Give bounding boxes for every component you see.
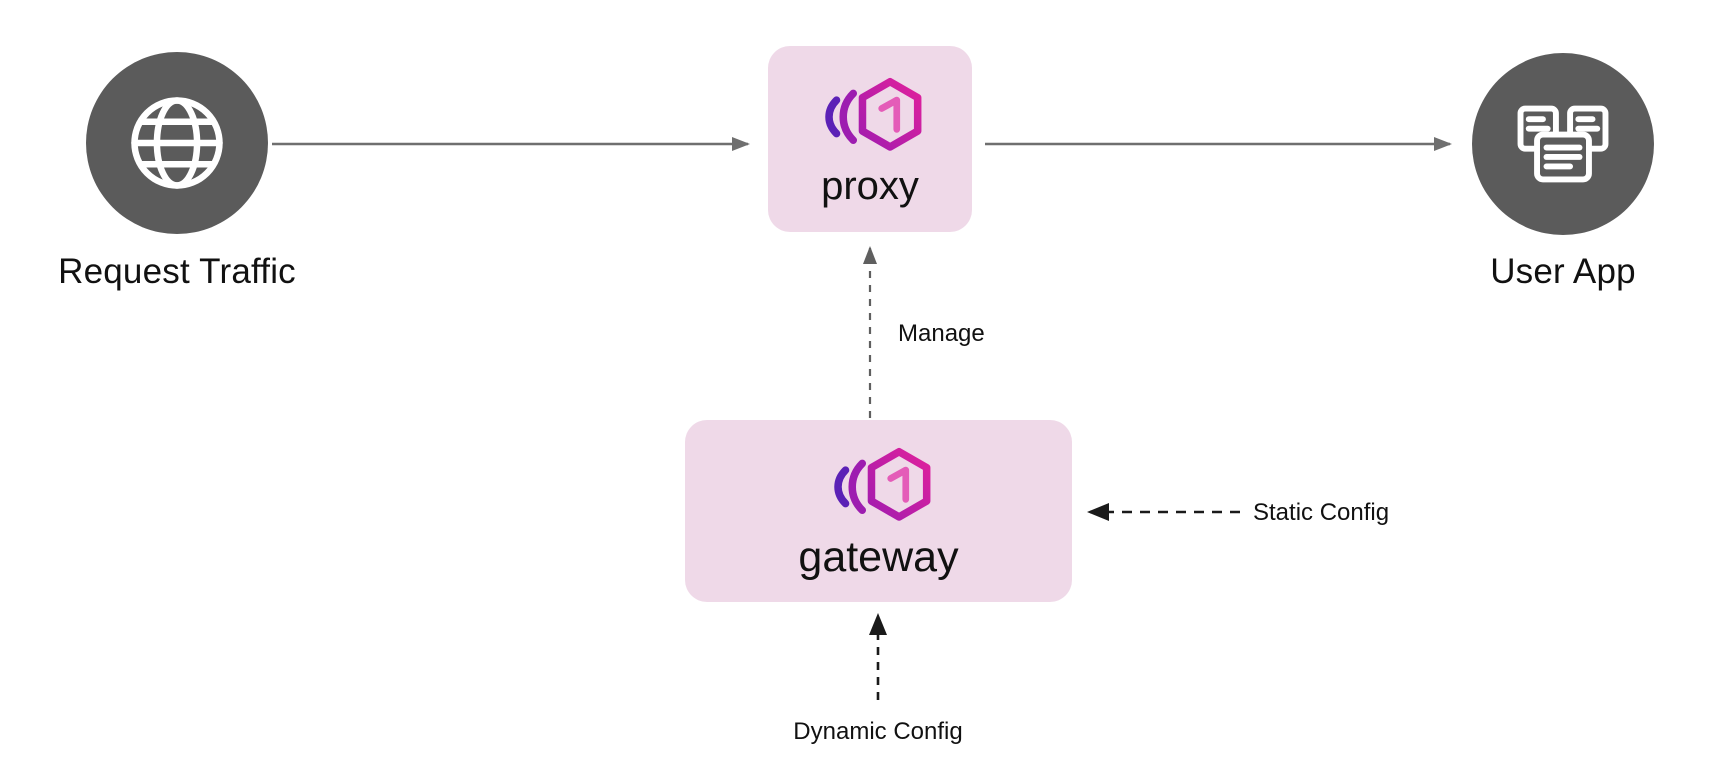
dynamic-config-edge-label: Dynamic Config: [793, 718, 963, 745]
traefik-logo-icon: [823, 440, 935, 532]
traefik-logo-icon: [814, 70, 926, 162]
app-windows-icon: [1517, 105, 1609, 183]
gateway-label: gateway: [798, 533, 959, 582]
manage-edge-label: Manage: [898, 320, 985, 347]
static-config-edge-label: Static Config: [1253, 499, 1390, 526]
globe-icon: [131, 97, 223, 189]
request-traffic-node: [86, 52, 268, 234]
proxy-node: proxy: [768, 46, 972, 232]
request-traffic-label: Request Traffic: [58, 252, 296, 291]
gateway-node: gateway: [685, 420, 1072, 602]
proxy-label: proxy: [821, 164, 919, 208]
user-app-label: User App: [1490, 252, 1636, 291]
user-app-node: [1472, 53, 1654, 235]
